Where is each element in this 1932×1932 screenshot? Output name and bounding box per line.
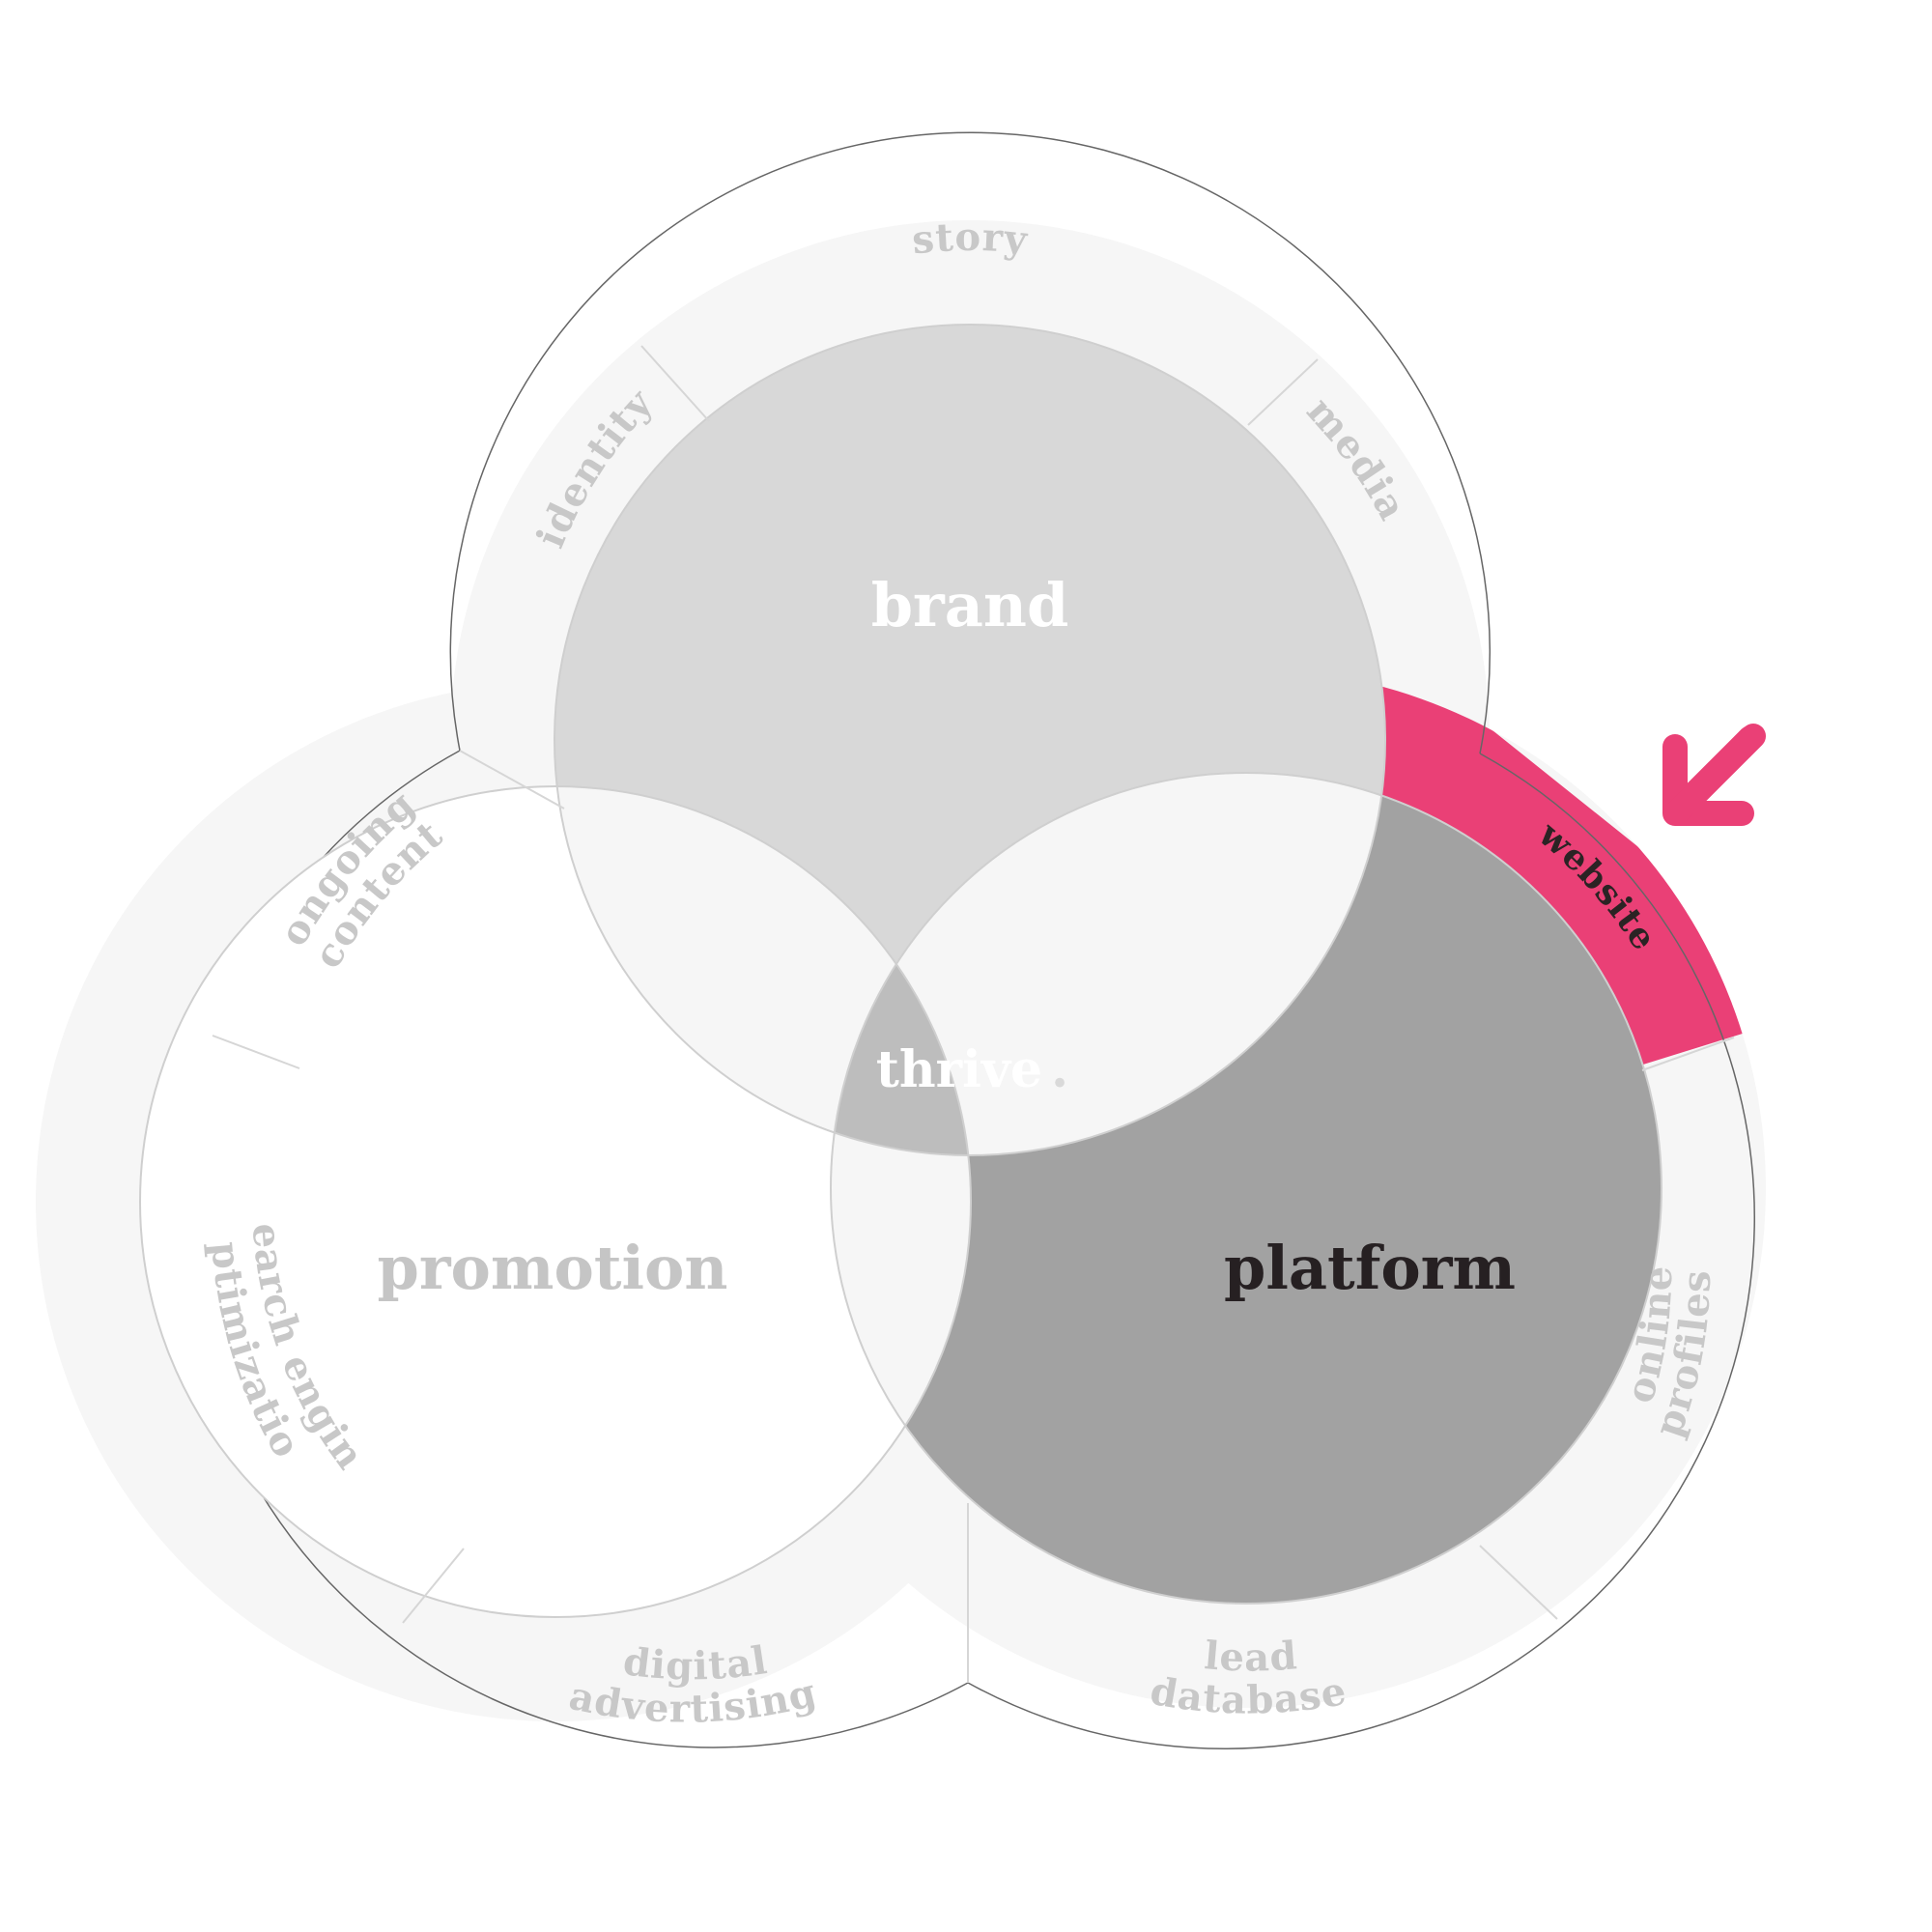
promotion-label: promotion — [378, 1233, 728, 1303]
digital-label[interactable]: digital — [621, 1637, 771, 1689]
lens-brand-promotion — [554, 786, 971, 1155]
inner-outlines — [139, 324, 1662, 1618]
thrive-label-group: thrive . — [876, 1040, 1068, 1099]
story-label[interactable]: story — [910, 214, 1031, 264]
lens-overlaps — [554, 773, 1385, 1604]
thrive-dot: . — [1051, 1040, 1068, 1099]
platform-label: platform — [1224, 1233, 1516, 1303]
lead-label[interactable]: lead — [1203, 1633, 1299, 1680]
ring-dividers — [212, 345, 1735, 1683]
brand-label: brand — [871, 570, 1069, 640]
lens-brand-platform — [831, 773, 1385, 1155]
arrow-down-left-icon — [1662, 724, 1766, 826]
thrive-label: thrive — [876, 1040, 1042, 1099]
